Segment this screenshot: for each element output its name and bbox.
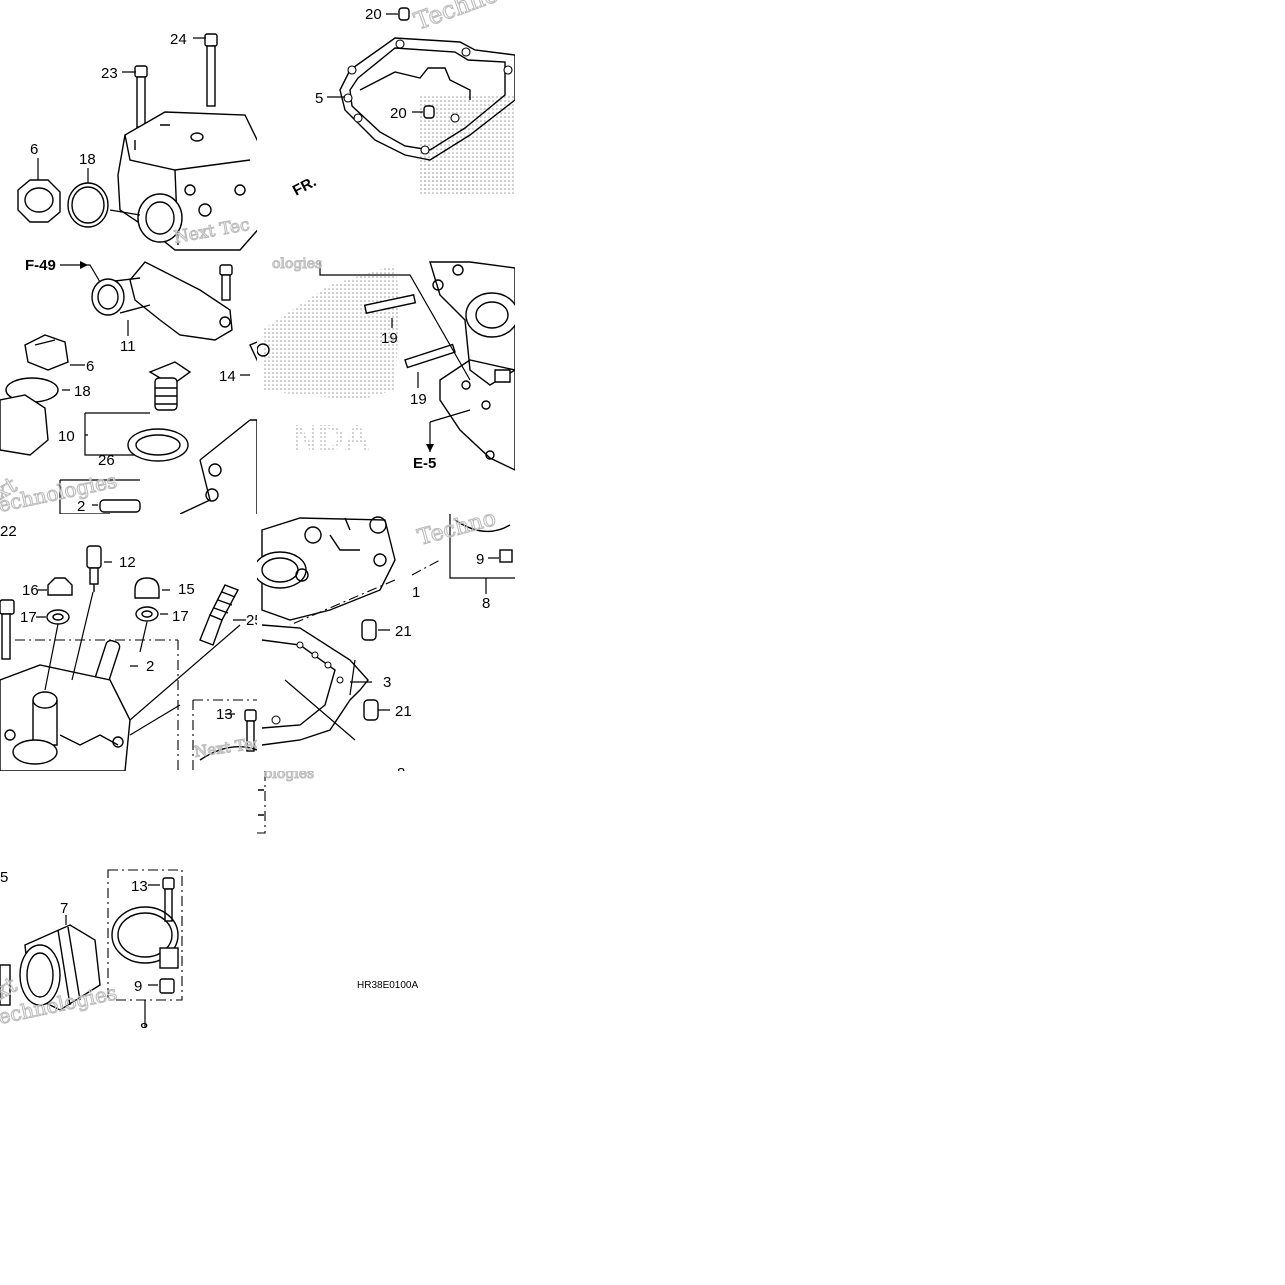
label-2-upper: 2 xyxy=(77,498,85,515)
label-13-lower: 13 xyxy=(131,878,148,895)
label-7: 7 xyxy=(60,900,68,917)
label-11: 11 xyxy=(120,338,136,355)
label-17-left: 17 xyxy=(20,609,37,626)
cover-bolt-icon xyxy=(219,264,233,301)
label-19-upper: 19 xyxy=(381,330,398,347)
label-10: 10 xyxy=(58,428,75,445)
ref-f49: F-49 xyxy=(25,257,56,274)
bolt-13-right-icon xyxy=(244,709,257,752)
label-25: 25 xyxy=(246,612,263,629)
cylinder-head-lower-icon xyxy=(257,516,396,621)
bolt-23-icon xyxy=(134,65,148,128)
tile-fragment: HR38E0100A ologies xyxy=(257,766,418,991)
label-8-lower: 8 xyxy=(140,1020,148,1037)
dowel-21-upper-icon xyxy=(361,619,377,641)
thermostat-cover-11-icon xyxy=(91,261,233,341)
label-5-cut: 5 xyxy=(0,869,8,886)
label-18-left: 18 xyxy=(74,383,91,400)
tile-cylinder-studs: NDA 19 19 E-5 ologies xyxy=(257,256,515,472)
dowel-21-lower-icon xyxy=(363,699,379,721)
tile-thermostat: F-49 11 6 18 10 26 14 2 xt echnologies xyxy=(0,257,257,515)
insulator-7-icon xyxy=(19,924,101,1011)
dowel-2-icon xyxy=(99,499,141,513)
bolt-13-lower-icon xyxy=(162,877,175,922)
svg-text:NDA: NDA xyxy=(292,417,370,458)
washer-17-right-icon xyxy=(135,606,159,622)
label-21-upper: 21 xyxy=(395,623,412,640)
label-22: 22 xyxy=(0,523,17,540)
head-bolt-left-icon xyxy=(0,599,15,660)
tile-head-gasket: 1 9 8 21 21 3 8 Techno xyxy=(257,506,515,782)
label-5: 5 xyxy=(315,90,323,107)
label-20-top: 20 xyxy=(365,6,382,23)
temp-sensor-12-icon xyxy=(86,545,102,592)
dowel-20-top-icon xyxy=(398,7,410,21)
label-3: 3 xyxy=(383,674,391,691)
clamp-band-icon xyxy=(111,906,179,969)
label-6-left: 6 xyxy=(86,358,94,375)
label-13-mid: 13 xyxy=(216,706,233,723)
svg-text:HO: HO xyxy=(420,160,477,202)
o-ring-18-icon xyxy=(67,182,109,228)
filler-cap-6-icon xyxy=(17,179,61,223)
label-8-cut: 8 xyxy=(397,765,405,782)
svg-text:ologies: ologies xyxy=(272,256,322,272)
cap-6-left-icon xyxy=(24,334,69,371)
tile-insulator: 5 7 13 9 8 xt echnologies xyxy=(0,869,183,1037)
label-23: 23 xyxy=(101,65,118,82)
dowel-20-mid-icon xyxy=(423,105,435,119)
gasket-5-icon xyxy=(339,37,515,161)
washer-17-left-icon xyxy=(46,609,70,625)
label-17-right: 17 xyxy=(172,608,189,625)
label-21-lower: 21 xyxy=(395,703,412,720)
label-14: 14 xyxy=(219,368,236,385)
tile-cylinder-head: 22 12 16 15 17 17 2 25 13 Next Tec xyxy=(0,523,263,771)
front-label: FR. xyxy=(290,173,319,199)
tile-head-cover: 6 18 23 24 Next Tec xyxy=(17,31,300,251)
label-26: 26 xyxy=(98,452,115,469)
label-1: 1 xyxy=(412,584,420,601)
svg-text:Techno: Techno xyxy=(415,506,499,551)
cylinder-head-cover-icon xyxy=(117,111,257,251)
seal-26-icon xyxy=(127,428,189,462)
nut-9-icon xyxy=(499,549,513,563)
cylinder-head-icon xyxy=(0,664,131,771)
nut-9-lower-icon xyxy=(159,978,175,994)
label-6: 6 xyxy=(30,141,38,158)
label-15: 15 xyxy=(178,581,195,598)
label-12: 12 xyxy=(119,554,136,571)
tile-cover-gasket: HO 20 20 5 FR. Techno xyxy=(290,0,515,202)
label-20-mid: 20 xyxy=(390,105,407,122)
svg-text:Next Tec: Next Tec xyxy=(193,734,262,761)
label-19-lower: 19 xyxy=(410,391,427,408)
cylinder-body-icon xyxy=(429,261,515,386)
label-2-lower: 2 xyxy=(146,658,154,675)
label-9-lower: 9 xyxy=(134,978,142,995)
spark-plug-25-icon xyxy=(199,584,239,646)
thermostat-10-icon xyxy=(148,361,192,411)
stud-19-upper-icon xyxy=(363,294,417,314)
stud-19-lower-icon xyxy=(404,343,456,369)
cap-nut-16-icon xyxy=(47,577,73,596)
label-9-upper: 9 xyxy=(476,551,484,568)
label-8-upper: 8 xyxy=(482,595,490,612)
head-gasket-3-icon xyxy=(261,624,369,746)
cap-nut-15-icon xyxy=(134,577,160,599)
label-24: 24 xyxy=(170,31,187,48)
svg-text:ologies: ologies xyxy=(264,766,314,782)
label-16: 16 xyxy=(22,582,39,599)
diagram-code: HR38E0100A xyxy=(357,980,418,991)
svg-text:Techno: Techno xyxy=(410,0,501,36)
bolt-24-icon xyxy=(204,33,218,107)
front-arrow-icon xyxy=(270,195,300,212)
ref-e5: E-5 xyxy=(413,455,436,472)
label-18: 18 xyxy=(79,151,96,168)
